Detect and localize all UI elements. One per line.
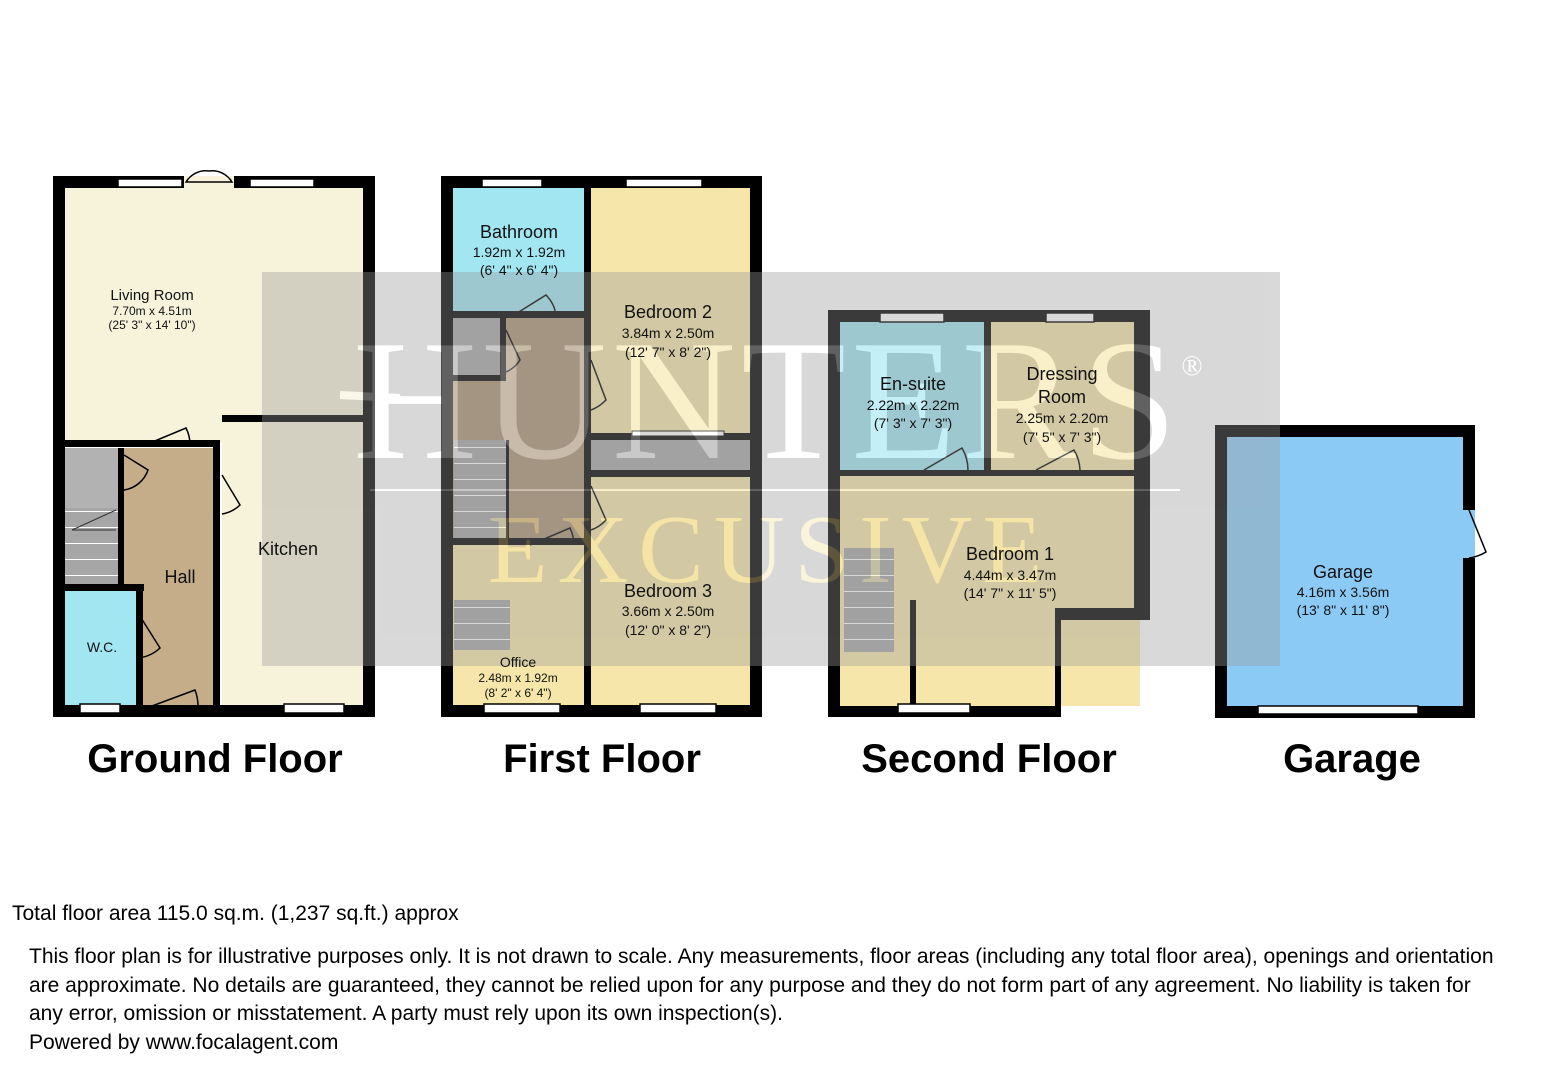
agency-watermark: HUNTERS EXCUSIVE ® [262,272,1280,666]
dim-garage-metric: 4.16m x 3.56m [1297,584,1390,600]
first-floor-plan [441,176,762,717]
title-ground-floor: Ground Floor [87,737,343,781]
powered-by-text: Powered by www.focalagent.com [29,1030,339,1054]
living-room [64,187,364,443]
dim-dressing-metric: 2.25m x 2.20m [1016,410,1109,426]
dim-dressing-imperial: (7' 5" x 7' 3") [1023,429,1101,445]
label-living-room: Living Room [110,287,193,304]
dim-bedroom-1-imperial: (14' 7" x 11' 5") [964,585,1057,601]
label-dressing-room-1: Dressing [1026,364,1097,384]
label-office: Office [500,654,537,670]
office-stairs-bulkhead [454,600,510,650]
label-bedroom-3: Bedroom 3 [624,581,712,601]
first-stairs [454,440,506,538]
label-ensuite: En-suite [880,374,946,394]
label-kitchen: Kitchen [258,539,318,559]
title-garage: Garage [1283,737,1421,781]
dim-bedroom-3-imperial: (12' 0" x 8' 2") [625,622,711,638]
first-cupboard [452,318,504,378]
dim-ensuite-imperial: (7' 3" x 7' 3") [874,415,952,431]
dim-bathroom-metric: 1.92m x 1.92m [473,244,566,260]
bedroom-3 [590,476,750,706]
dim-bedroom-2-metric: 3.84m x 2.50m [622,325,715,341]
garage-room [1227,437,1463,707]
dim-bathroom-imperial: (6' 4" x 6' 4") [480,262,558,278]
dim-bedroom-2-imperial: (12' 7" x 8' 2") [625,344,711,360]
floor-titles: Ground Floor First Floor Second Floor Ga… [87,737,1421,781]
label-dressing-room-2: Room [1038,387,1086,407]
wardrobe [590,440,750,470]
disclaimer-text: This floor plan is for illustrative purp… [29,945,1494,1025]
room-labels: Living Room 7.70m x 4.51m (25' 3" x 14' … [87,222,1390,700]
label-garage: Garage [1313,562,1373,582]
first-outer-wall [441,176,762,717]
label-wc: W.C. [87,639,117,655]
bathroom [452,187,584,315]
floor-plan: HUNTERS EXCUSIVE ® Living Room 7.70m x 4… [53,170,1487,781]
dim-bedroom-1-metric: 4.44m x 3.47m [964,567,1057,583]
dim-living-room-imperial: (25' 3" x 14' 10") [108,318,195,332]
title-second-floor: Second Floor [861,737,1117,781]
dim-office-metric: 2.48m x 1.92m [478,671,557,685]
wc [64,590,138,706]
under-stairs-cupboard [64,448,124,508]
ensuite [840,322,984,470]
dressing-room [990,322,1140,470]
dim-living-room-metric: 7.70m x 4.51m [112,304,191,318]
title-first-floor: First Floor [503,737,701,781]
watermark-exclusive: EXCUSIVE [488,496,1053,604]
second-floor-plan [828,310,1150,717]
label-bedroom-1: Bedroom 1 [966,544,1054,564]
dim-garage-imperial: (13' 8" x 11' 8") [1297,602,1390,618]
watermark-hunters: HUNTERS [353,306,1183,496]
garage-plan [1215,425,1487,718]
total-floor-area: Total floor area 115.0 sq.m. (1,237 sq.f… [12,902,459,925]
label-hall: Hall [164,567,195,587]
disclaimer-block: This floor plan is for illustrative purp… [29,943,1509,1057]
kitchen [222,423,364,706]
ground-floor-plan [53,170,375,717]
dim-office-imperial: (8' 2" x 6' 4") [484,686,551,700]
bedroom-2 [590,187,750,434]
label-bathroom: Bathroom [480,222,558,242]
label-bedroom-2: Bedroom 2 [624,302,712,322]
dim-ensuite-metric: 2.22m x 2.22m [867,397,960,413]
dim-bedroom-3-metric: 3.66m x 2.50m [622,603,715,619]
watermark-registered-mark: ® [1181,351,1202,382]
watermark-band [262,272,1280,666]
ground-stairs [64,508,120,584]
